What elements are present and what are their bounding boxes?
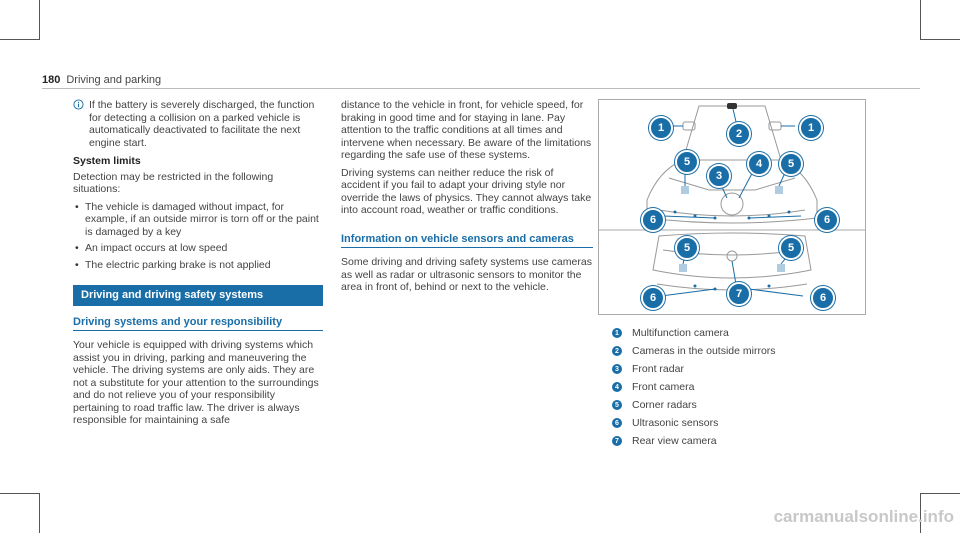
- legend-text: Ultrasonic sensors: [632, 417, 719, 429]
- page-number: 180: [42, 74, 61, 86]
- section-banner: Driving and driving safety systems: [73, 285, 323, 306]
- legend-item: 2 Cameras in the outside mirrors: [612, 342, 776, 360]
- middle-column: distance to the vehicle in front, for ve…: [341, 99, 593, 299]
- legend-number: 5: [612, 400, 622, 410]
- legend-item: 6 Ultrasonic sensors: [612, 414, 776, 432]
- section-title: Driving and parking: [66, 74, 162, 86]
- legend-item: 1 Multifunction camera: [612, 324, 776, 342]
- callout-number: 5: [675, 236, 699, 260]
- body-text: Some driving and driving safety systems …: [341, 256, 592, 293]
- legend-text: Rear view camera: [632, 435, 717, 447]
- legend-number: 7: [612, 436, 622, 446]
- legend-item: 5 Corner radars: [612, 396, 776, 414]
- legend-number: 3: [612, 364, 622, 374]
- system-limits-intro: Detection may be restricted in the follo…: [73, 170, 274, 196]
- callout-number: 6: [641, 208, 665, 232]
- subheading-sensors: Information on vehicle sensors and camer…: [341, 233, 593, 248]
- legend-text: Corner radars: [632, 399, 697, 411]
- figure-legend: 1 Multifunction camera 2 Cameras in the ou…: [612, 324, 776, 450]
- watermark: carmanualsonline.info: [773, 507, 954, 526]
- callout-number: 5: [675, 150, 699, 174]
- page-header: 180 Driving and parking: [42, 74, 161, 86]
- callout-number: 3: [707, 164, 731, 188]
- legend-item: 4 Front camera: [612, 378, 776, 396]
- legend-number: 6: [612, 418, 622, 428]
- body-text: Driving systems can neither reduce the r…: [341, 166, 592, 217]
- crop-mark: [920, 493, 960, 494]
- legend-text: Front radar: [632, 363, 684, 375]
- list-item: The vehicle is damaged without impact, f…: [73, 201, 323, 239]
- legend-text: Front camera: [632, 381, 695, 393]
- callout-number: 2: [727, 122, 751, 146]
- info-icon: [73, 99, 84, 110]
- legend-item: 3 Front radar: [612, 360, 776, 378]
- header-rule: [42, 88, 920, 89]
- crop-mark: [920, 493, 921, 533]
- legend-number: 2: [612, 346, 622, 356]
- callout-number: 6: [641, 286, 665, 310]
- callout-number: 1: [799, 116, 823, 140]
- legend-number: 4: [612, 382, 622, 392]
- info-note: If the battery is severely discharged, t…: [73, 99, 323, 149]
- legend-text: Multifunction camera: [632, 327, 729, 339]
- callout-number: 6: [811, 286, 835, 310]
- body-text: distance to the vehicle in front, for ve…: [341, 99, 592, 161]
- callout-number: 5: [779, 152, 803, 176]
- legend-text: Cameras in the outside mirrors: [632, 345, 776, 357]
- left-column: If the battery is severely discharged, t…: [73, 99, 323, 432]
- subheading-responsibility: Driving systems and your responsibility: [73, 316, 323, 331]
- list-item: The electric parking brake is not applie…: [73, 259, 323, 272]
- callout-number: 1: [649, 116, 673, 140]
- legend-number: 1: [612, 328, 622, 338]
- crop-mark: [0, 39, 40, 40]
- callout-number: 4: [747, 152, 771, 176]
- system-limits-heading: System limits: [73, 155, 141, 167]
- callout-number: 7: [727, 282, 751, 306]
- crop-mark: [920, 39, 960, 40]
- callout-number: 6: [815, 208, 839, 232]
- crop-mark: [39, 493, 40, 533]
- crop-mark: [920, 0, 921, 40]
- crop-mark: [39, 0, 40, 40]
- list-item: An impact occurs at low speed: [73, 242, 323, 255]
- note-text: If the battery is severely discharged, t…: [89, 99, 315, 149]
- legend-item: 7 Rear view camera: [612, 432, 776, 450]
- crop-mark: [0, 493, 40, 494]
- body-text: Your vehicle is equipped with driving sy…: [73, 339, 319, 426]
- bullet-list: The vehicle is damaged without impact, f…: [73, 201, 323, 272]
- callout-number: 5: [779, 236, 803, 260]
